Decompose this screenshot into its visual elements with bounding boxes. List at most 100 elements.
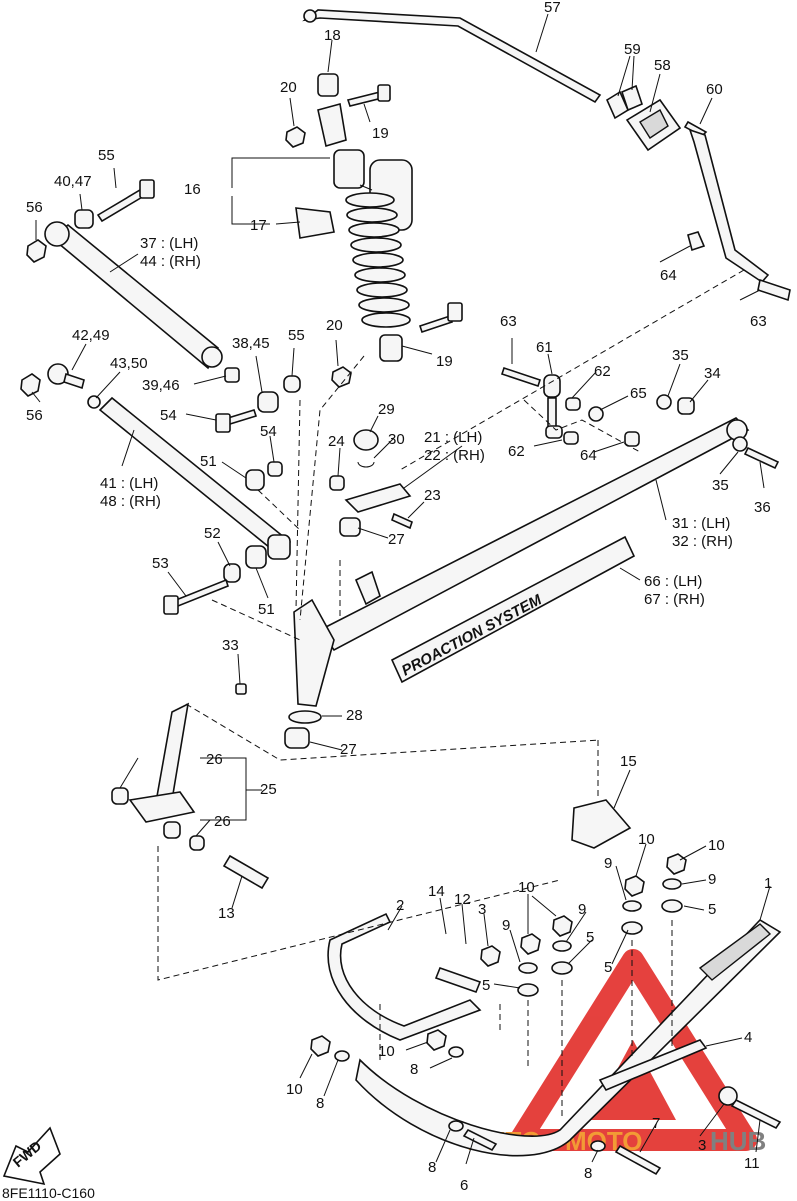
callout-10c: 10 [518, 879, 535, 896]
part-19-bolt-lower [418, 302, 463, 334]
callout-41: 41 : (LH) [100, 475, 158, 492]
part-rear-arm [687, 128, 791, 302]
part-29-cap [353, 429, 379, 451]
part-23-bolt [391, 512, 413, 530]
callout-26b: 26 [214, 813, 231, 830]
part-55-bolt-upper [96, 179, 155, 223]
part-1-ski [355, 918, 782, 1157]
callout-9a: 9 [604, 855, 612, 872]
callout-40-47: 40,47 [54, 173, 92, 190]
part-19-bolt-upper [346, 84, 391, 107]
callout-17: 17 [250, 217, 267, 234]
callout-18: 18 [324, 27, 341, 44]
callout-37: 37 : (LH) [140, 235, 198, 252]
callout-34: 34 [704, 365, 721, 382]
part-7-bolt [614, 1144, 662, 1176]
part-66-67-decal: PROACTION SYSTEM [390, 535, 636, 684]
callout-8c: 8 [428, 1159, 436, 1176]
callout-35b: 35 [712, 477, 729, 494]
part-2-handle [327, 912, 482, 1041]
part-57-rod [302, 9, 602, 104]
callout-51a: 51 [200, 453, 217, 470]
callout-54a: 54 [160, 407, 177, 424]
part-6-bolt [462, 1128, 498, 1152]
callout-64a: 64 [660, 267, 677, 284]
part-16-shock-absorber [317, 73, 413, 362]
callout-61: 61 [536, 339, 553, 356]
dashed-alignment-lines [157, 269, 745, 1120]
fwd-arrow-icon: FWD [2, 1126, 61, 1186]
ski-washers [334, 878, 683, 1152]
part-28-washer [288, 710, 322, 724]
part-24-nut [329, 475, 345, 491]
callout-38-45: 38,45 [232, 335, 270, 352]
callout-56b: 56 [26, 407, 43, 424]
callout-9c: 9 [578, 901, 586, 918]
part-56-nut-upper [26, 239, 47, 263]
part-42-49-ball-joint [47, 363, 85, 390]
callout-57: 57 [544, 0, 561, 16]
shock-spring [345, 192, 411, 328]
callout-48: 48 : (RH) [100, 493, 161, 510]
callout-24: 24 [328, 433, 345, 450]
part-20-nut-upper [285, 126, 306, 148]
callout-8b: 8 [316, 1095, 324, 1112]
part-39-46-collar [224, 367, 240, 383]
callout-8a: 8 [410, 1061, 418, 1078]
part-17-spring-seat [295, 207, 335, 239]
part-20-nut-lower [331, 366, 352, 388]
part-53-bolt [163, 578, 229, 615]
part-38-45-bushing [257, 391, 279, 413]
callout-65: 65 [630, 385, 647, 402]
callout-10b: 10 [708, 837, 725, 854]
part-33-bolt [235, 683, 247, 695]
callout-32: 32 : (RH) [672, 533, 733, 550]
part-40-47-bushing [74, 209, 94, 229]
callout-3a: 3 [478, 901, 486, 918]
callout-66: 66 : (LH) [644, 573, 702, 590]
part-30-clip [357, 461, 375, 468]
callout-1: 1 [764, 875, 772, 892]
part-63-bolt-left [500, 366, 542, 388]
callout-56a: 56 [26, 199, 43, 216]
part-54-bolt [215, 409, 258, 433]
callout-30: 30 [388, 431, 405, 448]
callout-5c: 5 [604, 959, 612, 976]
part-36-bolt [743, 446, 780, 470]
callout-15: 15 [620, 753, 637, 770]
callout-53: 53 [152, 555, 169, 572]
part-21-22-link [344, 483, 412, 513]
callout-42-49: 42,49 [72, 327, 110, 344]
part-61-link [543, 374, 563, 439]
callout-51b: 51 [258, 601, 275, 618]
callout-19b: 19 [436, 353, 453, 370]
callout-7: 7 [652, 1115, 660, 1132]
callout-26a: 26 [206, 751, 223, 768]
part-55-collar-mid [283, 375, 301, 393]
callout-63b: 63 [500, 313, 517, 330]
callout-54b: 54 [260, 423, 277, 440]
callout-labels: 57 18 59 58 60 20 19 55 40,47 16 56 17 3… [26, 0, 772, 1194]
part-51-collar-lower [245, 545, 267, 569]
callout-39-46: 39,46 [142, 377, 180, 394]
part-58-plate [625, 98, 682, 152]
drawing-code: 8FE1110-C160 [2, 1185, 95, 1201]
callout-11: 11 [744, 1155, 760, 1172]
callout-6: 6 [460, 1177, 468, 1194]
part-62-collar-lower [563, 431, 579, 445]
callout-60: 60 [706, 81, 723, 98]
callout-21: 21 : (LH) [424, 429, 482, 446]
callout-2: 2 [396, 897, 404, 914]
callout-5b: 5 [586, 929, 594, 946]
callout-44: 44 : (RH) [140, 253, 201, 270]
part-26-bushing [189, 835, 205, 851]
callout-5d: 5 [482, 977, 490, 994]
callout-64b: 64 [580, 447, 597, 464]
part-41-48-arm [98, 396, 292, 560]
callout-12: 12 [454, 891, 471, 908]
callout-14: 14 [428, 883, 445, 900]
callout-55a: 55 [98, 147, 115, 164]
callout-10a: 10 [638, 831, 655, 848]
callout-67: 67 : (RH) [644, 591, 705, 608]
